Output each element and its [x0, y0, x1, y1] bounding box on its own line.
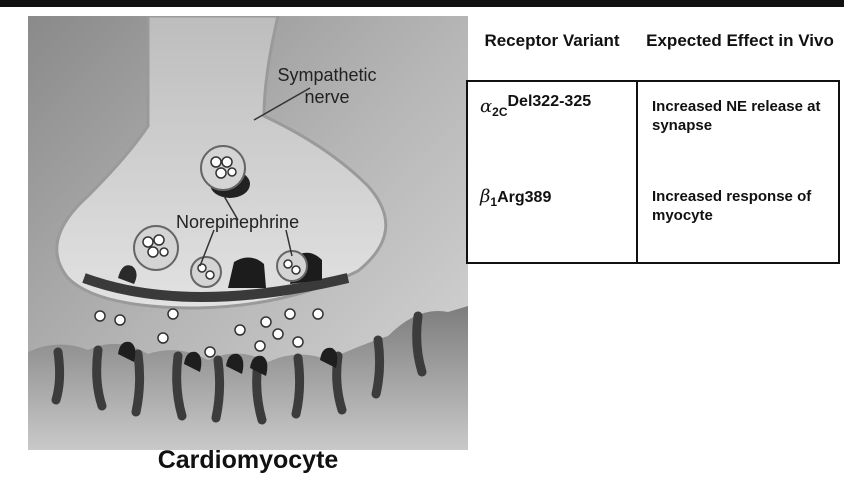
table-column-divider — [636, 80, 638, 264]
effect-alpha2c: Increased NE release at synapse — [652, 97, 837, 135]
cardiomyocyte-label: Cardiomyocyte — [28, 446, 468, 475]
alpha-symbol: α — [480, 96, 492, 117]
variant-beta1-name: Arg389 — [497, 189, 551, 206]
sympathetic-nerve-label: Sympathetic nerve — [262, 64, 392, 108]
norepinephrine-label: Norepinephrine — [176, 212, 299, 233]
effect-beta1: Increased response of myocyte — [652, 187, 837, 225]
variant-alpha2c-name: Del322-325 — [508, 93, 592, 110]
column-header-variant: Receptor Variant — [466, 30, 638, 52]
beta-symbol: β — [480, 186, 490, 207]
vesicle-top — [201, 146, 245, 190]
vesicle-left — [134, 226, 178, 270]
top-rule — [0, 0, 844, 7]
column-header-effect: Expected Effect in Vivo — [640, 30, 840, 52]
variant-beta1: β1Arg389 — [480, 187, 551, 212]
alpha-subscript: 2C — [492, 105, 507, 119]
synapse-illustration — [28, 16, 468, 450]
variant-alpha2c: α2CDel322-325 — [480, 97, 591, 122]
